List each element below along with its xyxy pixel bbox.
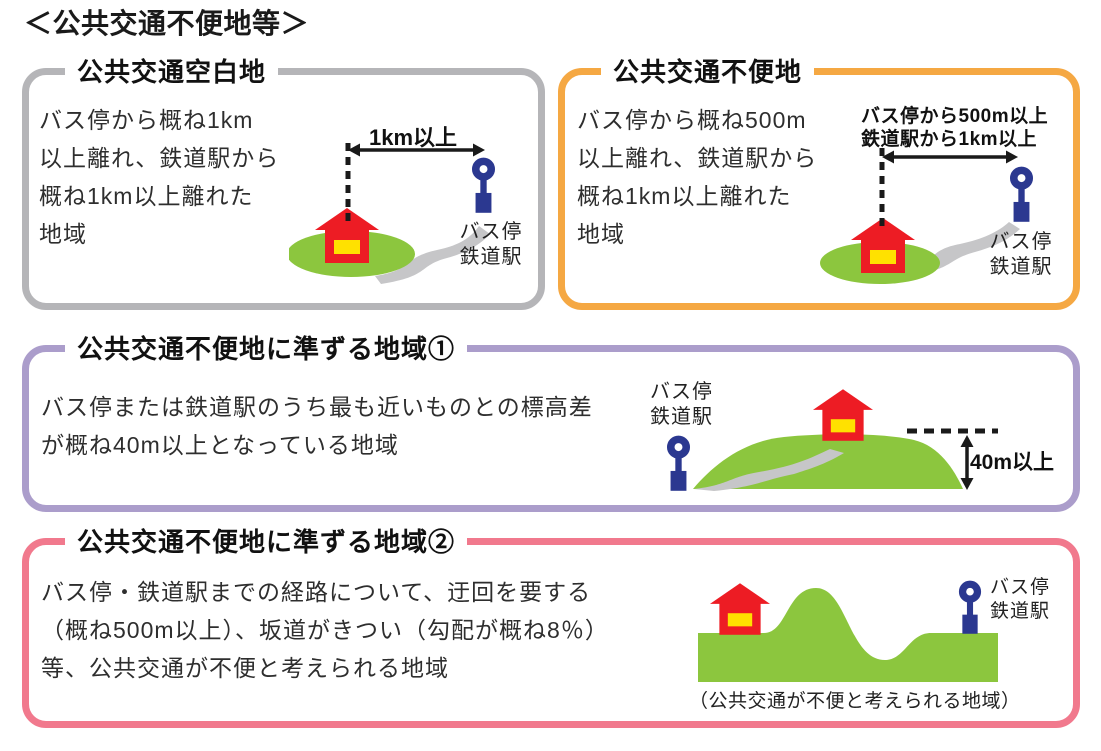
- illustration-caption: （公共交通が不便と考えられる地域）: [689, 691, 1021, 712]
- terrain-shape: [698, 588, 998, 682]
- road-shape: [694, 449, 844, 491]
- bus-stop-sign-icon: [671, 439, 687, 490]
- elevation-illustration: [644, 389, 998, 509]
- panel-inconvenient-title: 公共交通不便地: [601, 54, 815, 90]
- panel-quasi2-title: 公共交通不便地に準ずる地域②: [65, 524, 468, 560]
- panel-quasi-area-2: 公共交通不便地に準ずる地域② バス停・鉄道駅までの経路について、迂回を要する （…: [22, 524, 1080, 728]
- distance-label: 1km以上: [368, 125, 458, 150]
- panel-blank-body: バス停から概ね1km 以上離れ、鉄道駅から 概ね1km以上離れた 地域: [39, 107, 280, 247]
- panel-blank-area: 公共交通空白地 バス停から概ね1km 以上離れ、鉄道駅から 概ね1km以上離れた…: [22, 54, 545, 310]
- panel-quasi-area-1: 公共交通不便地に準ずる地域① バス停または鉄道駅のうち最も近いものとの標高差 が…: [22, 331, 1080, 512]
- panel-quasi2-body: バス停・鉄道駅までの経路について、迂回を要する （概ね500m以上）、坂道がきつ…: [41, 579, 609, 681]
- distance-arrow: [882, 150, 1018, 164]
- bus-stop-station-label: バス停 鉄道駅: [459, 221, 523, 268]
- house-icon: [710, 583, 770, 635]
- panel-inconvenient-area: 公共交通不便地 バス停から概ね500m 以上離れ、鉄道駅から 概ね1km以上離れ…: [558, 54, 1080, 310]
- distance-arrow: [348, 143, 485, 157]
- height-label: 40m以上: [970, 451, 1055, 474]
- detour-illustration: [698, 567, 998, 682]
- house-icon: [813, 389, 873, 441]
- elevation-arrow: [960, 435, 974, 490]
- bus-stop-station-label: バス停 鉄道駅: [990, 577, 1051, 622]
- bus-stop-station-label: バス停 鉄道駅: [989, 231, 1053, 278]
- inconvenient-area-illustration: [820, 148, 1055, 284]
- bus-stop-station-label: バス停 鉄道駅: [650, 381, 713, 428]
- distance-label: バス停から500m以上 鉄道駅から1km以上: [861, 106, 1049, 150]
- road-shape: [375, 226, 490, 284]
- panel-quasi1-body: バス停または鉄道駅のうち最も近いものとの標高差 が概ね40m以上となっている地域: [41, 394, 593, 458]
- bus-stop-sign-icon: [476, 161, 492, 212]
- bus-stop-sign-icon: [962, 584, 977, 634]
- panel-quasi1-title: 公共交通不便地に準ずる地域①: [65, 331, 468, 367]
- bus-stop-sign-icon: [1014, 170, 1030, 221]
- panel-blank-title: 公共交通空白地: [65, 54, 279, 90]
- blank-area-illustration: [289, 143, 529, 284]
- page-title: ＜公共交通不便地等＞: [24, 8, 310, 39]
- panel-inconvenient-body: バス停から概ね500m 以上離れ、鉄道駅から 概ね1km以上離れた 地域: [577, 107, 818, 247]
